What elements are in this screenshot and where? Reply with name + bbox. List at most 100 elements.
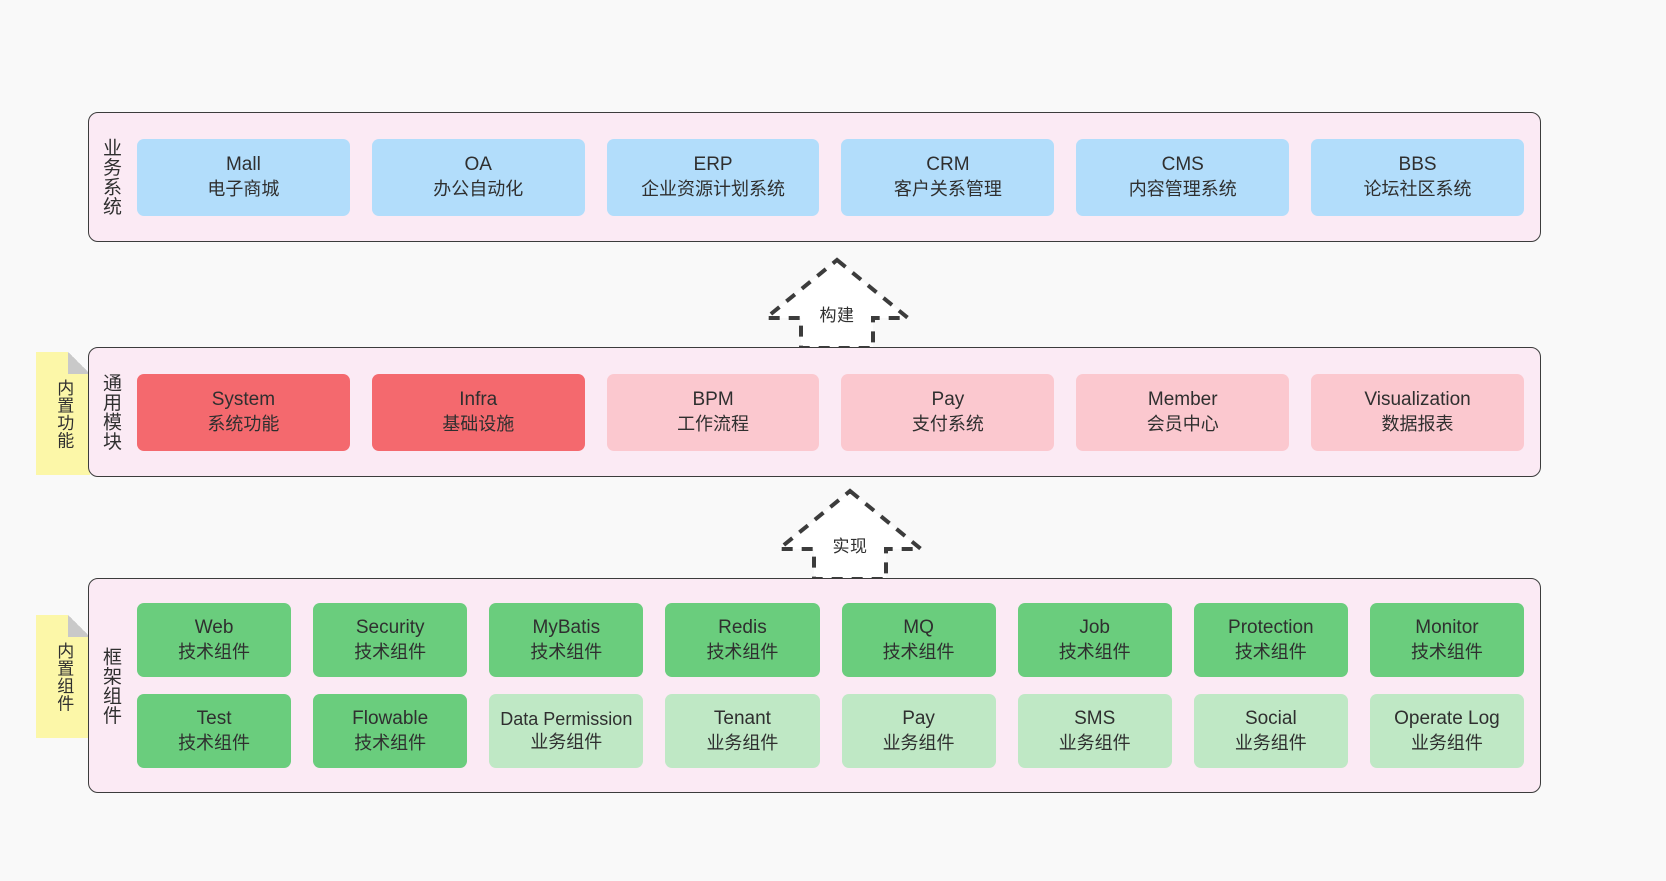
card-title-en: CMS	[1161, 154, 1204, 176]
card-sms[interactable]: SMS 业务组件	[1017, 694, 1172, 768]
card-mall[interactable]: Mall 电子商城	[137, 138, 350, 216]
card-title-cn: 业务组件	[530, 732, 603, 752]
card-title-en: Social	[1244, 708, 1297, 730]
card-data-permission[interactable]: Data Permission 业务组件	[489, 694, 644, 768]
card-tenant[interactable]: Tenant 业务组件	[665, 694, 820, 768]
card-title-en: Data Permission	[500, 708, 633, 729]
arrow-build: 构建	[760, 256, 914, 351]
layer-title-business: 业务系统	[100, 138, 122, 216]
card-title-cn: 技术组件	[354, 641, 427, 662]
card-mybatis[interactable]: MyBatis 技术组件	[489, 603, 644, 677]
card-title-cn: 技术组件	[1058, 641, 1131, 662]
card-title-en: Infra	[459, 389, 498, 411]
card-bpm[interactable]: BPM 工作流程	[606, 373, 820, 451]
note-label: 内置功能	[54, 378, 74, 449]
card-title-en: Mall	[225, 154, 261, 176]
card-title-en: Web	[194, 617, 234, 639]
card-title-en: CRM	[926, 154, 970, 176]
card-erp[interactable]: ERP 企业资源计划系统	[606, 138, 820, 216]
card-pay-component[interactable]: Pay 业务组件	[841, 694, 996, 768]
card-title-en: MyBatis	[532, 617, 601, 639]
card-title-en: Job	[1079, 617, 1110, 639]
card-title-cn: 办公自动化	[433, 178, 524, 199]
card-mq[interactable]: MQ 技术组件	[841, 603, 996, 677]
card-flowable[interactable]: Flowable 技术组件	[313, 694, 468, 768]
card-visualization[interactable]: Visualization 数据报表	[1311, 373, 1524, 451]
card-title-cn: 业务组件	[1410, 732, 1483, 753]
card-infra[interactable]: Infra 基础设施	[371, 373, 585, 451]
card-row: System 系统功能 Infra 基础设施 BPM 工作流程 Pay 支付系统…	[137, 373, 1524, 451]
card-row: Web 技术组件 Security 技术组件 MyBatis 技术组件 Redi…	[137, 603, 1524, 677]
card-title-cn: 技术组件	[178, 732, 251, 753]
card-title-cn: 技术组件	[1234, 641, 1307, 662]
card-redis[interactable]: Redis 技术组件	[665, 603, 820, 677]
card-crm[interactable]: CRM 客户关系管理	[841, 138, 1055, 216]
card-system[interactable]: System 系统功能	[137, 373, 350, 451]
card-title-cn: 论坛社区系统	[1363, 178, 1472, 199]
card-cms[interactable]: CMS 内容管理系统	[1076, 138, 1290, 216]
card-row: Test 技术组件 Flowable 技术组件 Data Permission …	[137, 694, 1524, 768]
layer-title-common: 通用模块	[100, 373, 122, 451]
card-title-cn: 技术组件	[530, 641, 603, 662]
card-bbs[interactable]: BBS 论坛社区系统	[1311, 138, 1524, 216]
card-member[interactable]: Member 会员中心	[1076, 373, 1290, 451]
card-title-cn: 内容管理系统	[1128, 178, 1237, 199]
card-security[interactable]: Security 技术组件	[313, 603, 468, 677]
card-title-cn: 技术组件	[882, 641, 955, 662]
layer-business-systems: 业务系统 Mall 电子商城 OA 办公自动化 ERP 企业资源计划系统 CRM…	[88, 112, 1541, 242]
card-title-cn: 支付系统	[911, 413, 984, 434]
card-title-en: Operate Log	[1394, 708, 1500, 730]
card-social[interactable]: Social 业务组件	[1193, 694, 1348, 768]
card-title-en: Redis	[718, 617, 767, 639]
card-title-cn: 数据报表	[1381, 413, 1454, 434]
card-title-cn: 技术组件	[354, 732, 427, 753]
card-title-en: Tenant	[713, 708, 771, 730]
card-title-en: Protection	[1228, 617, 1314, 639]
card-title-en: BBS	[1398, 154, 1437, 176]
card-oa[interactable]: OA 办公自动化	[371, 138, 585, 216]
arrow-label-implement: 实现	[832, 537, 868, 556]
layer-title-framework: 框架组件	[100, 646, 122, 725]
card-title-en: MQ	[903, 617, 934, 639]
card-title-cn: 业务组件	[706, 732, 779, 753]
layer-body-framework: Web 技术组件 Security 技术组件 MyBatis 技术组件 Redi…	[131, 579, 1540, 792]
card-title-en: Visualization	[1364, 389, 1471, 411]
card-title-en: BPM	[692, 389, 734, 411]
card-title-en: Test	[196, 708, 232, 730]
card-title-en: Flowable	[352, 708, 429, 730]
card-title-cn: 客户关系管理	[893, 178, 1002, 199]
card-monitor[interactable]: Monitor 技术组件	[1369, 603, 1524, 677]
arrow-outline-shape	[773, 488, 927, 581]
card-title-cn: 企业资源计划系统	[641, 178, 786, 199]
card-title-cn: 技术组件	[706, 641, 779, 662]
card-title-en: Pay	[931, 389, 965, 411]
card-title-en: Pay	[902, 708, 935, 730]
card-title-cn: 基础设施	[442, 413, 515, 434]
card-title-cn: 工作流程	[677, 413, 750, 434]
card-title-en: Monitor	[1415, 617, 1479, 639]
card-web[interactable]: Web 技术组件	[137, 603, 292, 677]
card-title-cn: 业务组件	[1058, 732, 1131, 753]
card-job[interactable]: Job 技术组件	[1017, 603, 1172, 677]
arrow-outline-shape	[760, 257, 914, 350]
card-title-en: OA	[464, 154, 492, 176]
card-title-cn: 系统功能	[207, 413, 280, 434]
card-title-cn: 技术组件	[178, 641, 251, 662]
card-protection[interactable]: Protection 技术组件	[1193, 603, 1348, 677]
card-title-cn: 业务组件	[1234, 732, 1307, 753]
card-title-cn: 会员中心	[1146, 413, 1219, 434]
note-built-in-functions: 内置功能	[36, 352, 90, 475]
card-operate-log[interactable]: Operate Log 业务组件	[1369, 694, 1524, 768]
card-title-en: Security	[355, 617, 425, 639]
layer-body-common: System 系统功能 Infra 基础设施 BPM 工作流程 Pay 支付系统…	[131, 348, 1540, 476]
layer-framework-components: 框架组件 Web 技术组件 Security 技术组件 MyBatis 技术组件…	[88, 578, 1541, 793]
layer-body-business: Mall 电子商城 OA 办公自动化 ERP 企业资源计划系统 CRM 客户关系…	[131, 113, 1540, 241]
card-title-en: System	[211, 389, 276, 411]
layer-common-modules: 通用模块 System 系统功能 Infra 基础设施 BPM 工作流程 Pay…	[88, 347, 1541, 477]
note-label: 内置组件	[54, 641, 74, 712]
card-test[interactable]: Test 技术组件	[137, 694, 292, 768]
card-pay-module[interactable]: Pay 支付系统	[841, 373, 1055, 451]
card-title-cn: 电子商城	[207, 178, 280, 199]
card-title-en: Member	[1147, 389, 1218, 411]
